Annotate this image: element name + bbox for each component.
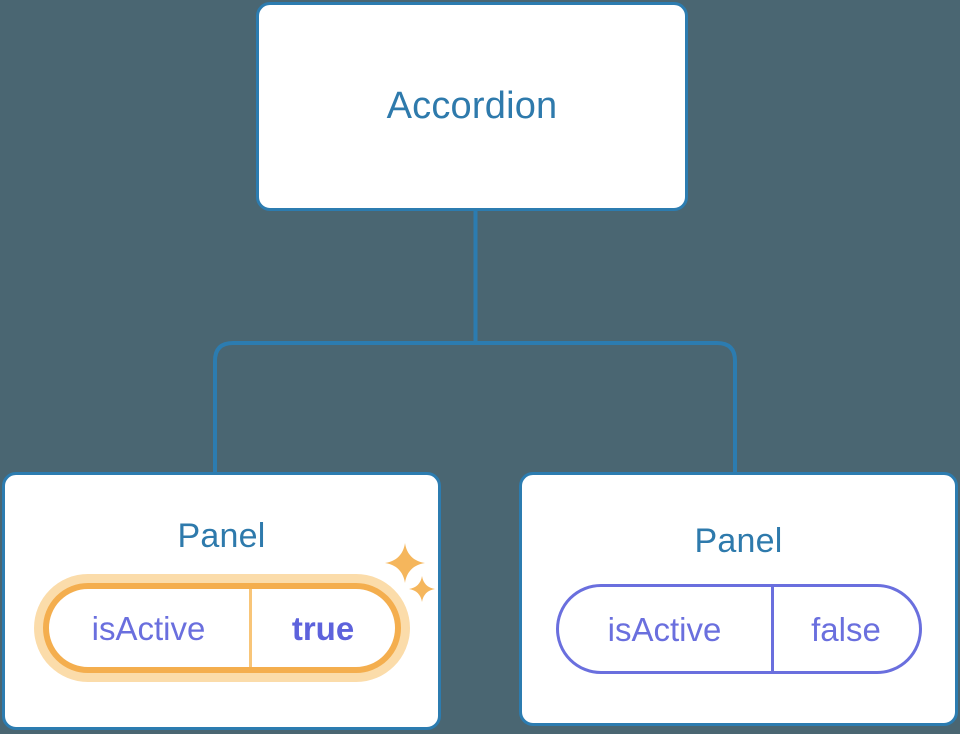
prop-value: true xyxy=(291,609,355,647)
prop-key: isActive xyxy=(559,587,774,671)
node-panel-left[interactable]: Panel isActive true xyxy=(2,472,441,730)
node-accordion-title: Accordion xyxy=(386,84,558,127)
prop-pill-isactive-false[interactable]: isActive false xyxy=(555,584,922,674)
node-panel-left-title: Panel xyxy=(177,517,266,555)
edge-branch-left xyxy=(213,341,476,472)
prop-value: false xyxy=(811,610,881,648)
prop-key: isActive xyxy=(49,589,252,667)
prop-pill-isactive-true[interactable]: isActive true xyxy=(42,583,401,673)
edge-branch-right xyxy=(475,341,737,472)
node-accordion[interactable]: Accordion xyxy=(256,2,688,211)
prop-pill-highlight-wrapper: isActive true xyxy=(33,574,410,682)
node-panel-right-title: Panel xyxy=(694,522,783,560)
node-panel-right[interactable]: Panel isActive false xyxy=(519,472,958,726)
